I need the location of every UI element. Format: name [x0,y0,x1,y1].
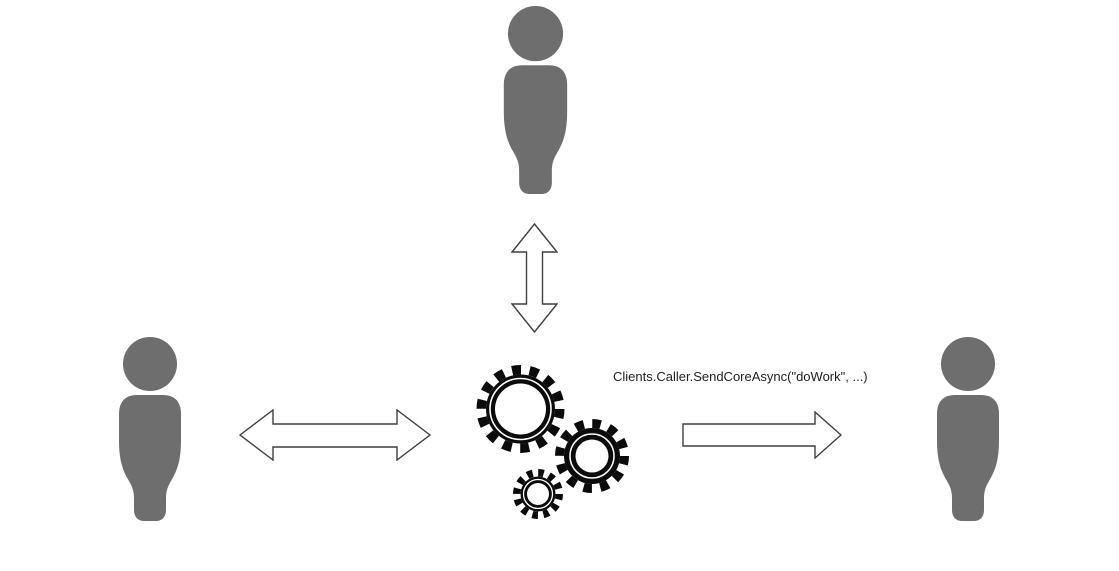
gear-large [476,365,565,453]
person-icon-right [935,337,1001,522]
person-icon-top [501,6,570,195]
arrow-right-icon [682,411,842,459]
method-call-label: Clients.Caller.SendCoreAsync("doWork", .… [613,369,868,384]
gear-small [513,469,563,519]
double-arrow-horizontal-icon [239,409,431,461]
double-arrow-vertical-icon [511,223,558,333]
person-icon-left [117,337,183,522]
gears-icon [476,365,629,519]
gear-medium [555,419,629,493]
